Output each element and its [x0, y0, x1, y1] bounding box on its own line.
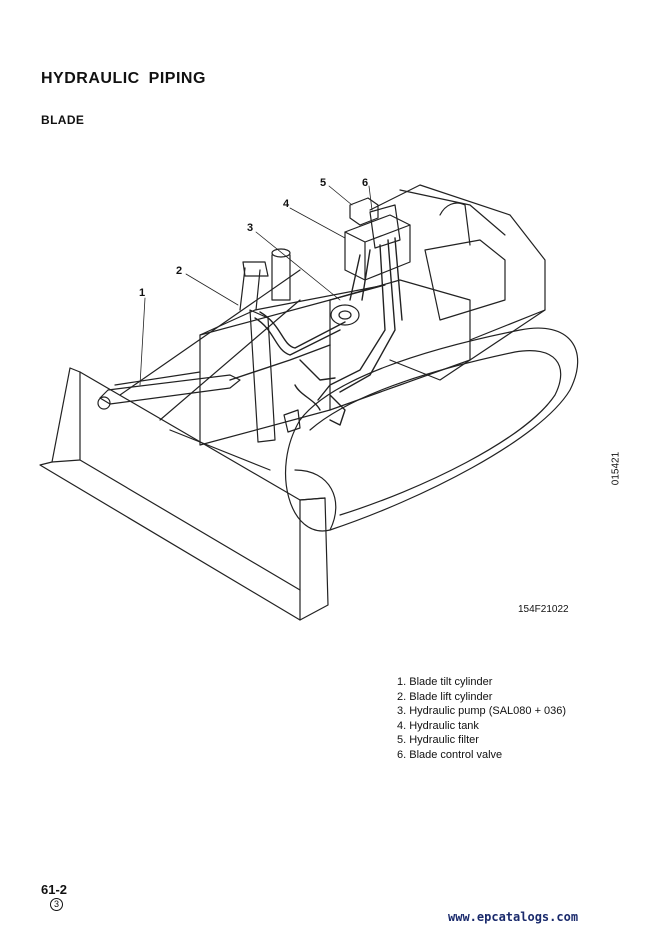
dozer-blade	[39, 269, 329, 621]
legend-item: 5. Hydraulic filter	[397, 734, 479, 747]
stacks	[239, 248, 291, 311]
callout-3: 3	[247, 222, 253, 234]
parts-legend: 1. Blade tilt cylinder 2. Blade lift cyl…	[397, 675, 566, 763]
tilt-cylinder	[97, 371, 241, 410]
crawler-track	[285, 327, 579, 532]
leader-lines	[139, 185, 373, 386]
page-number: 61-2	[41, 882, 68, 897]
machine-body	[199, 184, 546, 446]
hydraulic-hoses	[229, 237, 403, 426]
control-valve	[369, 204, 401, 249]
legend-item: 2. Blade lift cylinder	[397, 690, 493, 703]
hydraulic-filter	[349, 197, 379, 226]
lift-cylinder	[249, 309, 301, 443]
page-title: HYDRAULIC PIPING	[41, 70, 206, 87]
legend-item: 3. Hydraulic pump (SAL080 + 036)	[397, 705, 567, 718]
callout-4: 4	[283, 198, 290, 210]
side-code: 015421	[610, 451, 622, 486]
section-title: BLADE	[41, 113, 85, 127]
revision-mark: 3	[50, 898, 63, 911]
hydraulic-tank	[344, 214, 411, 281]
callout-5: 5	[320, 177, 326, 189]
legend-item: 6. Blade control valve	[397, 748, 503, 761]
legend-item: 4. Hydraulic tank	[397, 719, 479, 732]
legend-item: 1. Blade tilt cylinder	[397, 676, 493, 688]
figure-code: 154F21022	[518, 604, 569, 615]
hydraulic-pump	[330, 304, 360, 326]
callout-6: 6	[362, 177, 368, 189]
footer-url[interactable]: www.epcatalogs.com	[448, 910, 579, 924]
callout-2: 2	[176, 265, 182, 277]
callout-1: 1	[139, 287, 145, 299]
